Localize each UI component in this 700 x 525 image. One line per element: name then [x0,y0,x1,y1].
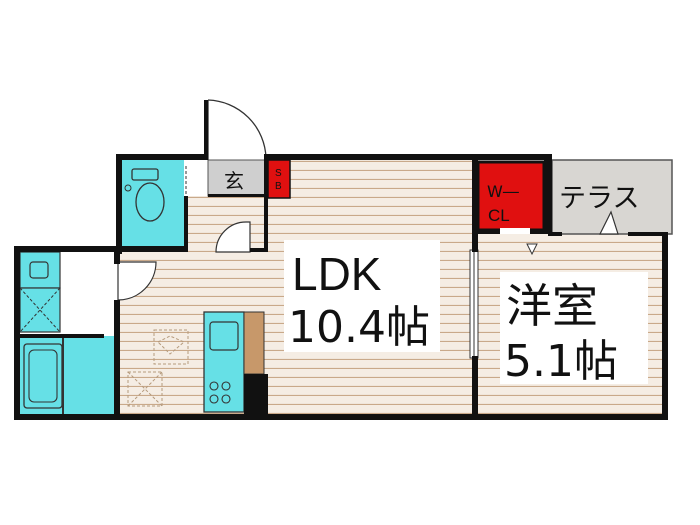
ldk-floor-upper [266,160,472,252]
bathtub-inner [28,349,58,403]
toilet-icon [124,168,165,222]
closet-label-top: W― [487,182,519,201]
western-room-name: 洋室 [506,279,598,333]
washing-machine-space [19,287,61,333]
entrance-area [207,159,267,197]
appliance-space-2 [127,371,163,407]
washbasin-bowl [29,261,49,279]
shoe-box-label-top: S [275,168,282,179]
ldk-label-box [284,240,440,352]
ldk-door-swing [117,261,157,301]
front-door-swing [207,99,267,160]
western-room-size: 5.1帖 [504,336,618,387]
entrance-label: 玄 [224,169,244,193]
terrace-label: テラス [559,183,639,214]
closet-door-icon [526,243,538,256]
kitchen-sink [209,321,239,351]
front-door-leaf [204,100,208,160]
terrace-door-icon [599,210,619,235]
kitchen-wall-block [244,374,268,414]
ldk-size: 10.4帖 [288,302,430,353]
ldk-name: LDK [292,248,382,300]
hall-door-swing [215,221,251,253]
kitchen-side-counter [243,311,265,375]
closet-label-bottom: CL [488,206,510,225]
shoe-box-label-bottom: B [275,181,282,192]
appliance-space-1 [153,329,189,365]
stove-burners-icon [209,381,231,404]
walls [14,154,668,420]
closet-door-opening [500,228,530,234]
western-label-box [500,272,648,384]
bathroom-partition [62,336,64,414]
shoe-box [267,159,291,199]
